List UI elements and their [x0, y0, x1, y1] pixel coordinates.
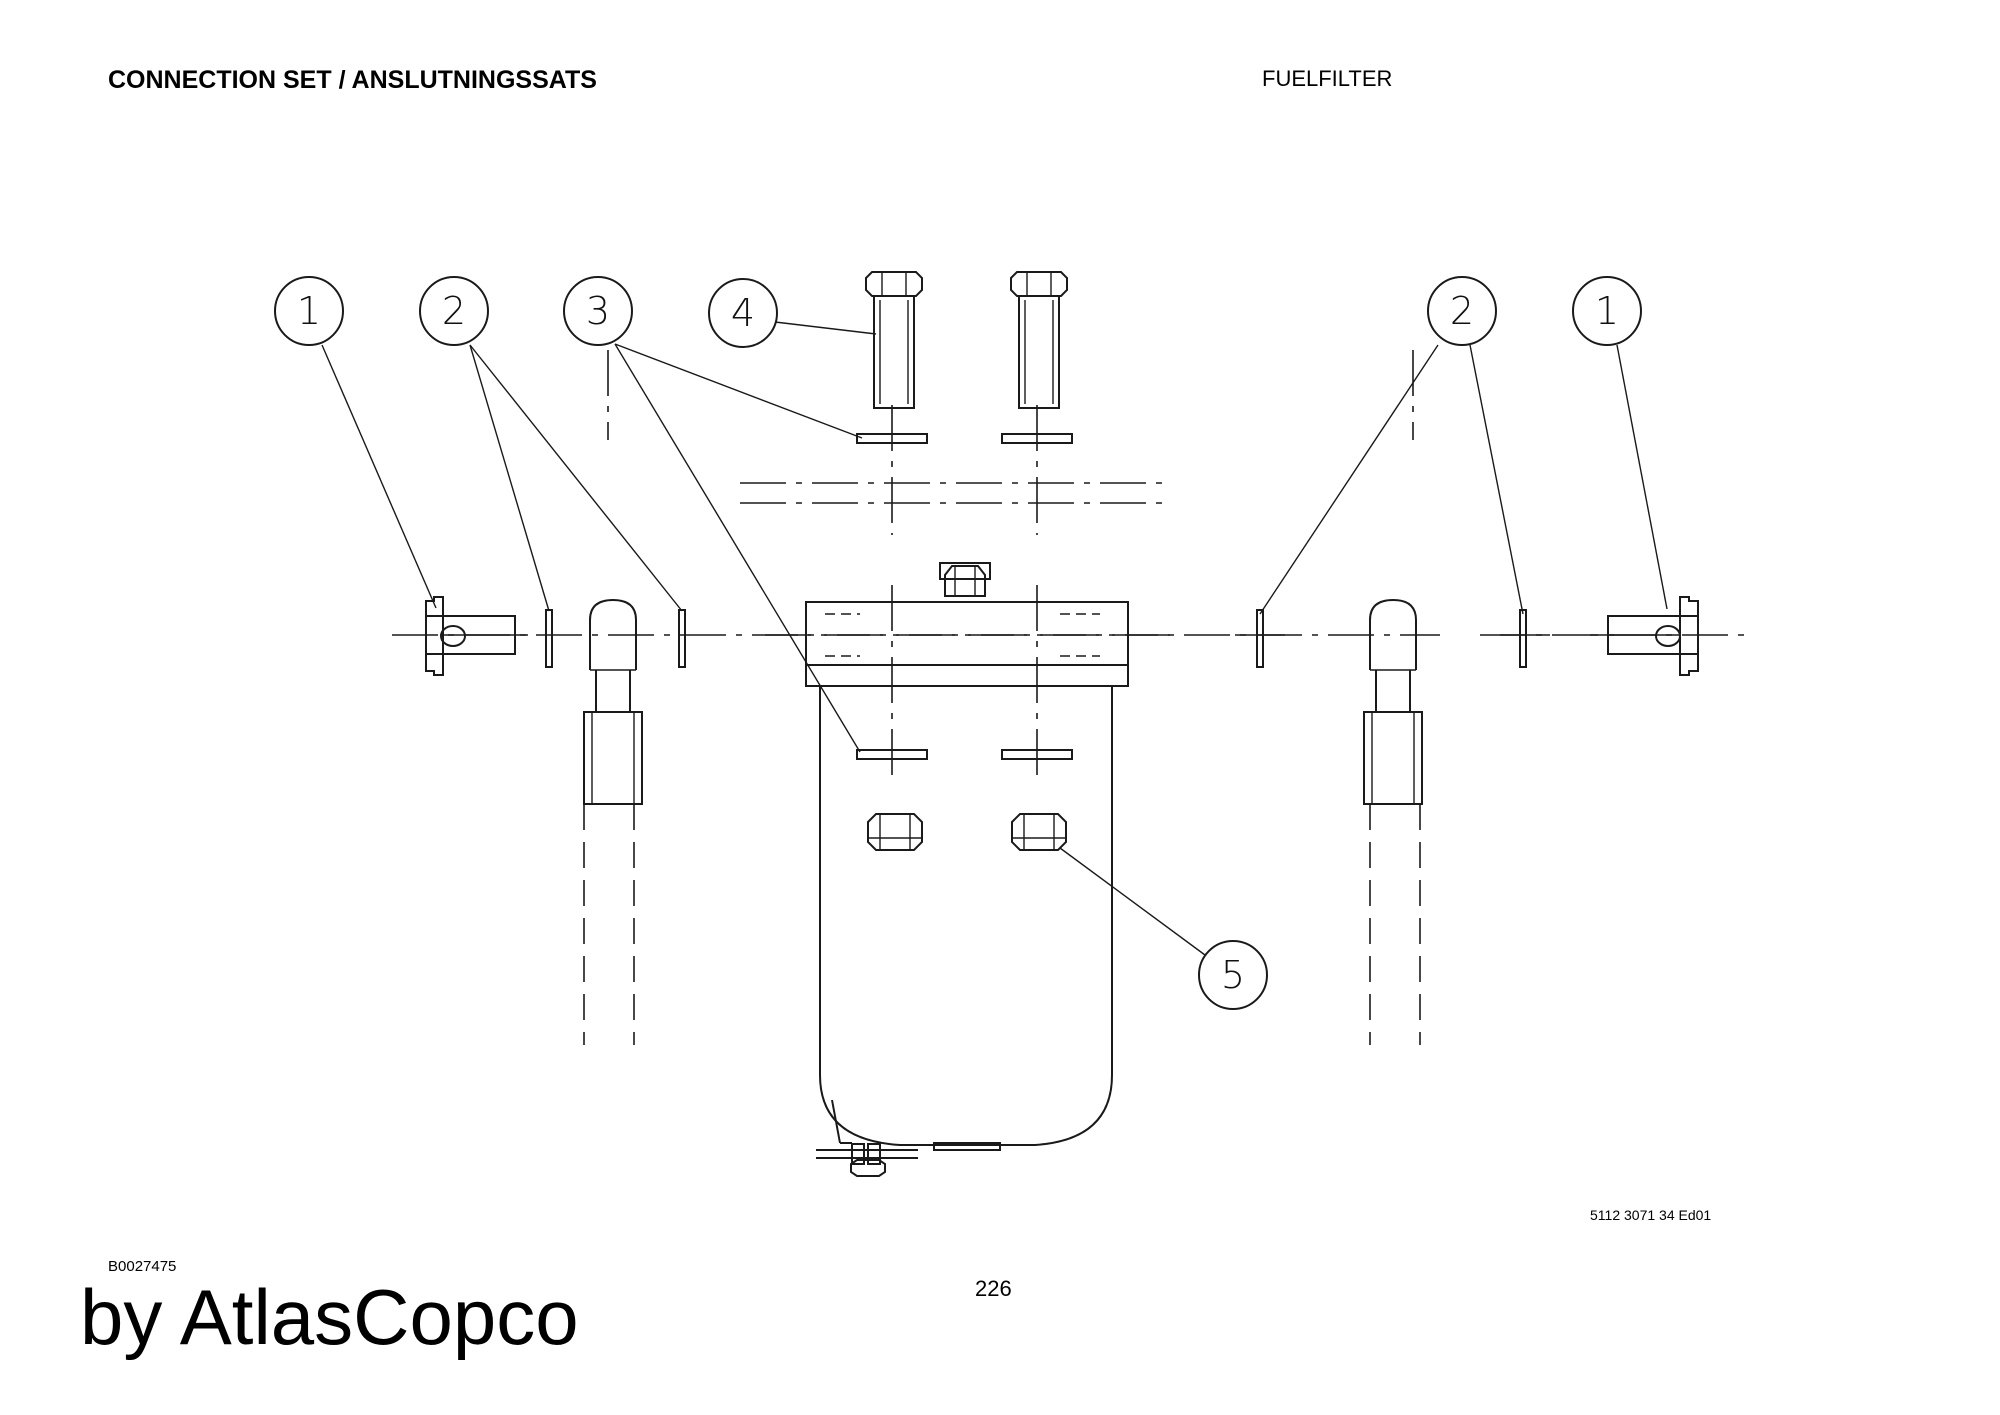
center-lines [392, 350, 1745, 780]
balloon-3: 3 [563, 276, 633, 346]
hose-fitting-right [1363, 598, 1423, 1045]
balloon-label: 5 [1221, 953, 1245, 997]
flat-washer-top-right [1001, 433, 1073, 444]
banjo-bolt-left [425, 596, 528, 676]
mounting-bolt-left [865, 271, 923, 409]
drain-valve [816, 1143, 918, 1177]
sealing-washer-right-inner [1235, 609, 1285, 668]
balloon-label: 3 [586, 289, 610, 333]
flat-washer-bottom-right [1001, 749, 1073, 760]
balloon-4: 4 [708, 278, 778, 348]
balloon-label: 2 [442, 289, 466, 333]
balloon-1-right: 1 [1572, 276, 1642, 346]
balloon-label: 4 [731, 291, 755, 335]
sealing-washer-right-outer [1500, 609, 1550, 668]
flat-washer-top-left [856, 433, 928, 444]
fuel-filter-housing [805, 562, 1129, 1151]
section-title: FUELFILTER [1262, 66, 1393, 91]
balloon-2-left: 2 [419, 276, 489, 346]
hex-nut-right [1011, 813, 1067, 851]
balloon-2-right: 2 [1427, 276, 1497, 346]
balloon-5: 5 [1198, 940, 1268, 1010]
balloon-1-left: 1 [274, 276, 344, 346]
balloon-label: 1 [1595, 289, 1619, 333]
sealing-washer-left-inner [678, 609, 686, 668]
balloon-label: 1 [297, 289, 321, 333]
mounting-bolt-right [1010, 271, 1068, 409]
sealing-washer-left-outer [545, 609, 553, 668]
brand-watermark: by AtlasCopco [80, 1273, 579, 1361]
page-title: CONNECTION SET / ANSLUTNINGSSATS [108, 66, 597, 94]
drawing-reference: 5112 3071 34 Ed01 [1590, 1207, 1712, 1223]
flat-washer-bottom-left [856, 749, 928, 760]
banjo-bolt-right [1590, 596, 1699, 676]
figure-id: B0027475 [108, 1258, 177, 1275]
page-number: 226 [975, 1276, 1012, 1301]
balloon-label: 2 [1450, 289, 1474, 333]
hose-fitting-left [583, 598, 643, 1045]
leader-lines [321, 321, 1668, 956]
hex-nut-left [867, 813, 923, 851]
